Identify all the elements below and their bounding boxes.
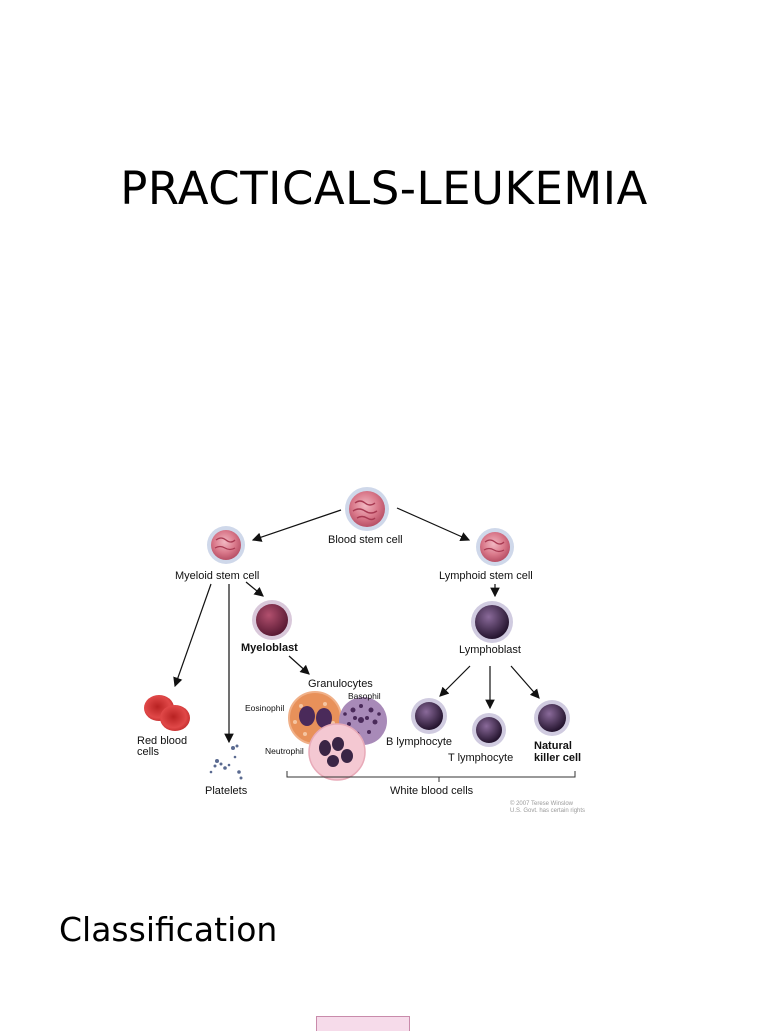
arrow-stem-to-lymphoid <box>396 507 471 541</box>
arrow-myeloid-to-rbc <box>173 583 212 688</box>
label-lymphoid-stem-cell: Lymphoid stem cell <box>439 570 533 582</box>
arrow-myeloblast-to-granulocytes <box>288 655 310 675</box>
arrow-stem-to-myeloid <box>251 509 342 542</box>
arrow-myeloid-to-myeloblast <box>245 581 264 597</box>
myeloid-stem-cell-icon <box>207 526 245 564</box>
red-blood-cells-icon <box>144 695 190 731</box>
label-natural-killer-2: killer cell <box>534 752 582 764</box>
arrow-lymphoblast-to-nk <box>510 665 540 699</box>
label-white-blood-cells: White blood cells <box>390 785 474 797</box>
white-blood-cells-bracket <box>286 771 576 778</box>
label-myeloid-stem-cell: Myeloid stem cell <box>175 570 260 582</box>
label-red-blood-cells-1: Red blood <box>137 735 188 747</box>
label-lymphoblast: Lymphoblast <box>459 644 521 656</box>
lymphoblast-icon <box>471 601 513 643</box>
myeloblast-icon <box>252 600 292 640</box>
label-b-lymphocyte: B lymphocyte <box>386 736 453 748</box>
label-myeloblast: Myeloblast <box>241 642 298 654</box>
label-t-lymphocyte: T lymphocyte <box>448 752 514 764</box>
copyright-line-1: © 2007 Terese Winslow <box>510 801 574 807</box>
label-blood-stem-cell: Blood stem cell <box>328 534 403 546</box>
label-platelets: Platelets <box>205 785 248 797</box>
label-neutrophil: Neutrophil <box>265 746 304 756</box>
lymphoid-stem-cell-icon <box>476 528 514 566</box>
natural-killer-cell-icon <box>534 700 570 736</box>
t-lymphocyte-icon <box>472 713 506 747</box>
label-eosinophil: Eosinophil <box>245 703 285 713</box>
slide-title: PRACTICALS-LEUKEMIA <box>120 162 648 215</box>
platelets-icon <box>209 744 243 780</box>
neutrophil-icon <box>308 723 366 781</box>
arrow-lymphoblast-to-b <box>439 665 471 697</box>
copyright-line-2: U.S. Govt. has certain rights <box>510 808 586 814</box>
label-red-blood-cells-2: cells <box>137 746 160 758</box>
blood-cell-lineage-diagram: Blood stem cell Myeloid stem cell Lympho… <box>125 478 605 823</box>
label-basophil: Basophil <box>348 691 381 701</box>
section-heading: Classification <box>59 910 278 949</box>
diagram-graphics <box>144 487 576 782</box>
b-lymphocyte-icon <box>411 698 447 734</box>
blood-stem-cell-icon <box>345 487 389 531</box>
label-granulocytes: Granulocytes <box>308 678 373 690</box>
label-natural-killer-1: Natural <box>534 740 572 752</box>
